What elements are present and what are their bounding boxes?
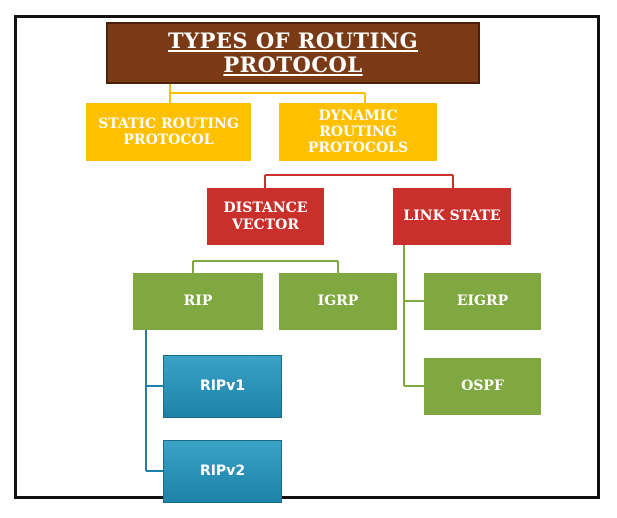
diagram-frame [14,15,600,499]
node-link-state: LINK STATE [393,188,511,245]
node-text: RIPv1 [199,378,246,395]
node-text: STATIC ROUTING PROTOCOL [98,116,239,148]
node-text-line: DISTANCE [223,200,308,217]
node-text: RIP [183,293,213,310]
connector-title [169,84,365,94]
node-text-line: ROUTING [319,123,397,140]
node-text: DISTANCE VECTOR [224,200,308,232]
node-dynamic-routing: DYNAMIC ROUTING PROTOCOLS [279,103,437,161]
node-text-line: VECTOR [232,216,299,233]
diagram-title: TYPES OF ROUTING PROTOCOL [106,22,480,84]
node-text: DYNAMIC ROUTING PROTOCOLS [308,108,408,156]
title-text: TYPES OF ROUTING PROTOCOL [167,27,419,77]
node-eigrp: EIGRP [424,273,541,330]
node-text-line: STATIC ROUTING [98,115,239,132]
node-ospf: OSPF [424,358,541,415]
node-text-line: DYNAMIC [318,107,398,124]
node-static-routing: STATIC ROUTING PROTOCOL [86,103,251,161]
node-igrp: IGRP [279,273,397,330]
node-text-line: PROTOCOL [123,132,214,148]
node-text: OSPF [461,378,504,395]
node-text: IGRP [317,293,359,310]
node-ripv1: RIPv1 [163,355,282,418]
node-rip: RIP [133,273,263,330]
node-text-line: PROTOCOLS [307,140,409,157]
node-text: LINK STATE [403,208,501,225]
node-ripv2: RIPv2 [163,440,282,503]
node-text: EIGRP [456,293,509,310]
node-distance-vector: DISTANCE VECTOR [207,188,324,245]
node-text: RIPv2 [199,463,246,480]
